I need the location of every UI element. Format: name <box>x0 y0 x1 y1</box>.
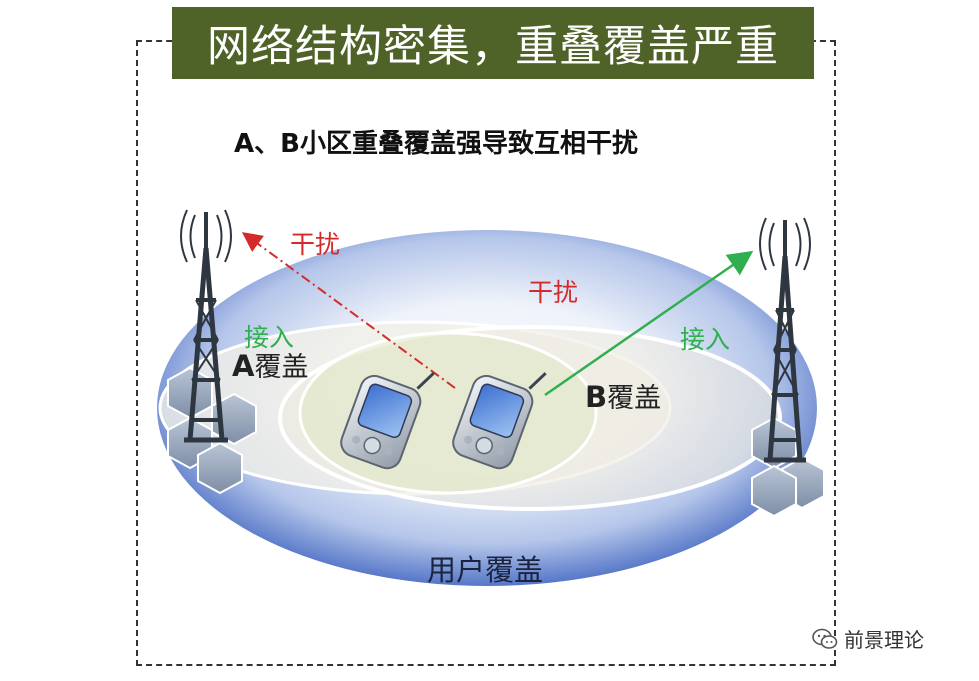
access-label-right: 接入 <box>680 325 731 354</box>
wechat-icon <box>812 628 838 649</box>
tower-a-icon <box>180 209 232 443</box>
interference-label-left: 干扰 <box>290 230 341 259</box>
access-label-left: 接入 <box>244 323 295 352</box>
coverage-a-letter: A <box>232 349 255 383</box>
diagram-subtitle: A、B小区重叠覆盖强导致互相干扰 <box>234 129 638 159</box>
phone-b-icon <box>452 372 547 470</box>
coverage-b-label: B覆盖 <box>585 376 661 415</box>
access-arrow <box>544 250 754 397</box>
interference-label-center: 干扰 <box>528 278 579 307</box>
interference-arrow <box>241 232 456 389</box>
coverage-a-text: 覆盖 <box>254 352 309 383</box>
watermark: 前景理论 <box>812 624 924 653</box>
watermark-text: 前景理论 <box>844 628 924 652</box>
phone-a-icon <box>340 372 435 470</box>
overlap-area <box>298 331 598 495</box>
page-title: 网络结构密集，重叠覆盖严重 <box>172 7 814 79</box>
tower-b-icon <box>759 217 811 463</box>
coverage-b-letter: B <box>585 380 608 414</box>
coverage-b-text: 覆盖 <box>607 383 662 414</box>
coverage-a-label: A覆盖 <box>232 345 308 384</box>
user-coverage-label: 用户覆盖 <box>427 553 544 587</box>
